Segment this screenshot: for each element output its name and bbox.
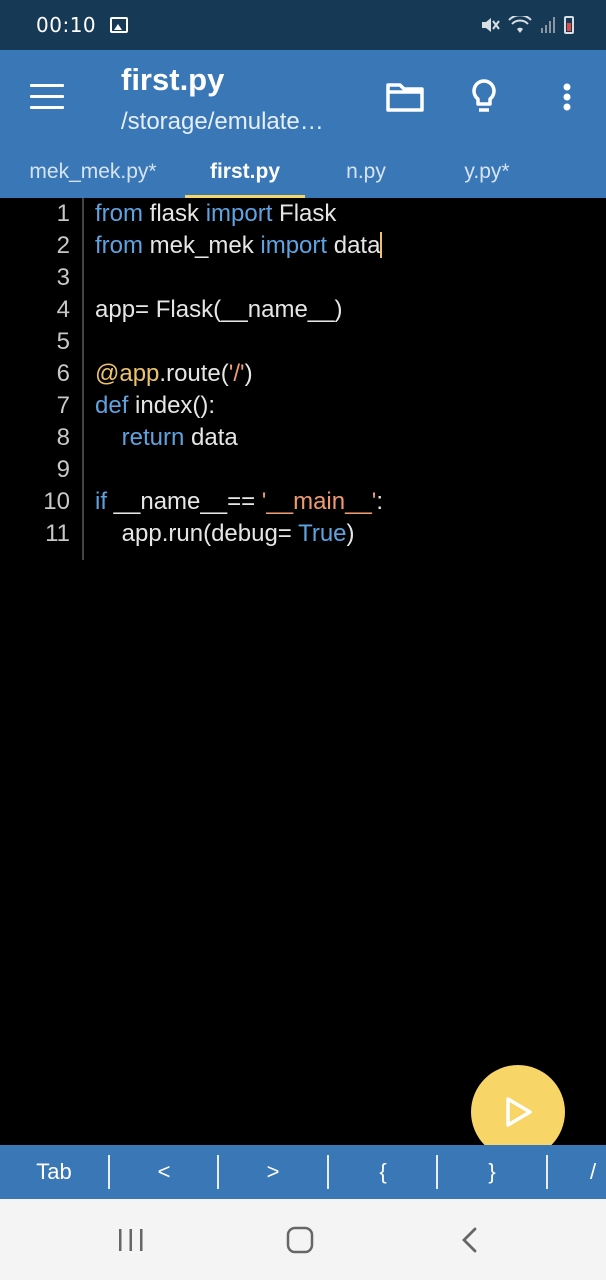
code-line[interactable]: 9 bbox=[0, 454, 606, 486]
more-vert-icon[interactable] bbox=[545, 75, 589, 119]
code-text: from mek_mek import data bbox=[95, 230, 383, 262]
token-text: flask bbox=[143, 200, 206, 227]
line-number: 2 bbox=[56, 232, 70, 259]
line-number: 9 bbox=[56, 456, 70, 483]
key-separator bbox=[436, 1155, 438, 1189]
file-path: /storage/emulate… bbox=[121, 108, 324, 135]
system-nav-bar bbox=[0, 1199, 606, 1280]
code-text: return data bbox=[95, 422, 238, 454]
status-bar: 00:10 bbox=[0, 0, 606, 50]
token-text: __name__== bbox=[107, 488, 262, 515]
image-notification-icon bbox=[110, 17, 129, 33]
code-text: from flask import Flask bbox=[95, 198, 336, 230]
code-line[interactable]: 11 app.run(debug= True) bbox=[0, 518, 606, 550]
code-text: if __name__== '__main__': bbox=[95, 486, 383, 518]
line-number: 6 bbox=[56, 360, 70, 387]
line-number: 7 bbox=[56, 392, 70, 419]
token-text: mek_mek bbox=[143, 232, 261, 259]
token-text: ) bbox=[244, 360, 253, 387]
token-str: '/' bbox=[228, 360, 245, 387]
token-text bbox=[95, 424, 122, 451]
code-line[interactable]: 10 if __name__== '__main__': bbox=[0, 486, 606, 518]
code-line[interactable]: 4 app= Flask(__name__) bbox=[0, 294, 606, 326]
key-separator bbox=[327, 1155, 329, 1189]
key-less-than[interactable]: < bbox=[157, 1159, 171, 1184]
run-button[interactable] bbox=[471, 1065, 565, 1159]
tab-n-py[interactable]: n.py bbox=[346, 160, 386, 183]
key-open-brace[interactable]: { bbox=[379, 1159, 387, 1184]
token-kw: import bbox=[260, 232, 328, 259]
home-icon[interactable] bbox=[285, 1226, 315, 1254]
code-text: @app.route('/') bbox=[95, 358, 253, 390]
recents-icon[interactable] bbox=[116, 1227, 146, 1253]
key-close-brace[interactable]: } bbox=[488, 1159, 496, 1184]
token-kw: return bbox=[121, 424, 185, 451]
token-kw: def bbox=[95, 392, 129, 419]
tab-y-py[interactable]: y.py* bbox=[464, 160, 510, 183]
code-line[interactable]: 8 return data bbox=[0, 422, 606, 454]
battery-icon bbox=[564, 16, 574, 34]
key-tab[interactable]: Tab bbox=[36, 1159, 72, 1184]
token-str: '__main__' bbox=[261, 488, 377, 515]
token-text: app.run(debug= bbox=[95, 520, 299, 547]
text-cursor bbox=[380, 232, 383, 258]
lightbulb-icon[interactable] bbox=[462, 75, 506, 119]
token-text: Flask bbox=[272, 200, 337, 227]
token-kw: from bbox=[95, 200, 143, 227]
mute-icon bbox=[482, 18, 500, 32]
line-number: 5 bbox=[56, 328, 70, 355]
signal-icon bbox=[541, 17, 555, 33]
token-text: .route( bbox=[159, 360, 229, 387]
wifi-icon bbox=[508, 16, 532, 33]
code-line[interactable]: 5 bbox=[0, 326, 606, 358]
key-separator bbox=[217, 1155, 219, 1189]
status-indicators bbox=[480, 16, 574, 34]
line-number: 4 bbox=[56, 296, 70, 323]
token-text: ) bbox=[346, 520, 355, 547]
extra-keys-bar: Tab < > { } / bbox=[0, 1145, 606, 1199]
tab-mek-mek-py[interactable]: mek_mek.py* bbox=[29, 160, 157, 183]
line-number: 8 bbox=[56, 424, 70, 451]
folder-icon[interactable] bbox=[383, 75, 427, 119]
line-number: 1 bbox=[56, 200, 70, 227]
file-title: first.py bbox=[121, 62, 225, 97]
line-number: 10 bbox=[43, 488, 70, 515]
code-line[interactable]: 2 from mek_mek import data bbox=[0, 230, 606, 262]
token-kw: True bbox=[298, 520, 347, 547]
code-line[interactable]: 1 from flask import Flask bbox=[0, 198, 606, 230]
line-number: 3 bbox=[56, 264, 70, 291]
code-text: app= Flask(__name__) bbox=[95, 294, 342, 326]
play-icon bbox=[506, 1097, 532, 1127]
key-separator bbox=[108, 1155, 110, 1189]
status-time: 00:10 bbox=[36, 13, 97, 37]
token-kw: import bbox=[205, 200, 273, 227]
token-text: data bbox=[184, 424, 238, 451]
code-line[interactable]: 7 def index(): bbox=[0, 390, 606, 422]
key-greater-than[interactable]: > bbox=[266, 1159, 280, 1184]
gutter-divider bbox=[82, 198, 84, 560]
token-dec: @app bbox=[95, 360, 160, 387]
line-number: 11 bbox=[45, 520, 70, 547]
key-slash[interactable]: / bbox=[590, 1159, 597, 1184]
app-bar: first.py /storage/emulate… bbox=[0, 50, 606, 144]
key-separator bbox=[546, 1155, 548, 1189]
token-kw: if bbox=[95, 488, 107, 515]
code-line[interactable]: 3 bbox=[0, 262, 606, 294]
token-text: data bbox=[327, 232, 381, 259]
tab-first-py[interactable]: first.py bbox=[185, 144, 305, 198]
code-line[interactable]: 6 @app.route('/') bbox=[0, 358, 606, 390]
back-icon[interactable] bbox=[458, 1226, 482, 1254]
code-text: app.run(debug= True) bbox=[95, 518, 355, 550]
token-kw: from bbox=[95, 232, 143, 259]
menu-icon[interactable] bbox=[30, 84, 64, 110]
code-editor[interactable]: 1 from flask import Flask 2 from mek_mek im… bbox=[0, 198, 606, 1144]
code-text: def index(): bbox=[95, 390, 215, 422]
token-text: app= Flask(__name__) bbox=[95, 296, 343, 323]
token-text: index(): bbox=[128, 392, 216, 419]
token-text: : bbox=[376, 488, 384, 515]
file-tabs: mek_mek.py* first.py n.py y.py* bbox=[0, 144, 606, 198]
